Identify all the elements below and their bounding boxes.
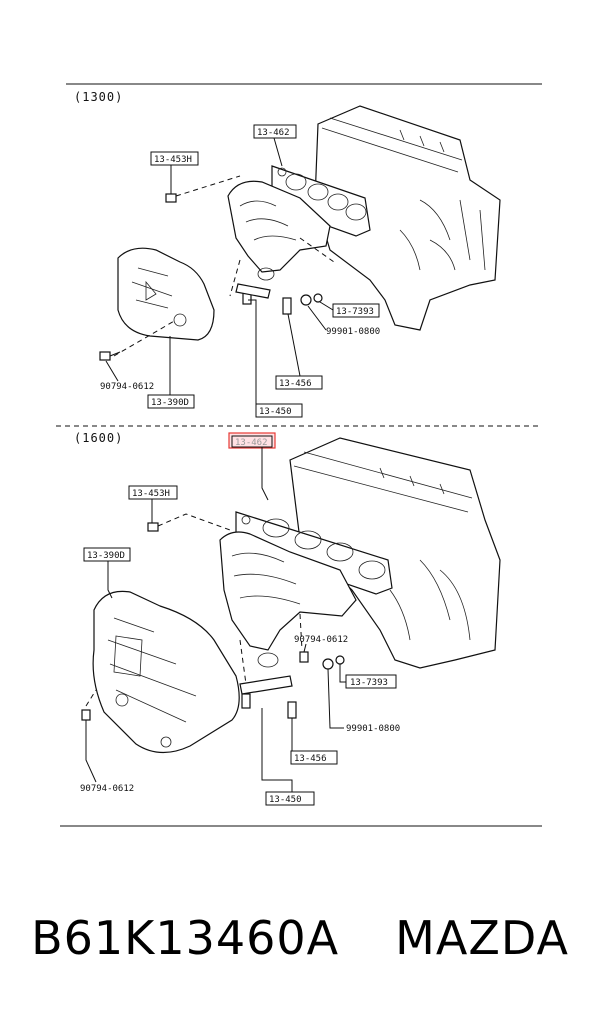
- callout-insulator-1300: 13-390D: [151, 398, 189, 408]
- callout-washer-1600: 99901-0800: [346, 724, 400, 734]
- callout-nut-1600: 13-7393: [350, 678, 388, 688]
- leader-stud-1300: [175, 175, 241, 197]
- callout-pipe-stud-1600: 13-456: [294, 754, 327, 764]
- exhaust-manifold-1600: [219, 531, 357, 668]
- callout-pipe-gasket-1600: 13-450: [269, 795, 302, 805]
- callout-box-pipe-gasket-1300: [255, 403, 303, 418]
- callout-box-insulator-1600: [83, 547, 131, 562]
- section-title-1600: (1600): [74, 431, 123, 445]
- product-caption: B61K13460A MAZDA: [0, 898, 600, 978]
- callout-stud-1600: 13-453H: [132, 489, 170, 499]
- highlight-box: [228, 432, 276, 449]
- heat-insulator-1600: [92, 590, 240, 754]
- callout-bolt-upper-1600: 90794-0612: [294, 635, 348, 645]
- engine-block-1300: [314, 105, 501, 331]
- part-number: B61K13460A: [31, 911, 340, 965]
- callout-insulator-1600: 13-390D: [87, 551, 125, 561]
- callout-stud-1300: 13-453H: [154, 155, 192, 165]
- manifold-gasket-1300: [271, 165, 371, 237]
- leader-stud-1600: [157, 513, 231, 531]
- callout-box-nut-1300: [332, 303, 380, 318]
- callout-box-gasket-1600: [231, 435, 273, 448]
- exhaust-manifold-1300: [227, 180, 331, 281]
- heat-insulator-1300: [117, 247, 215, 341]
- callout-box-pipe-gasket-1600: [265, 791, 315, 806]
- section-title-1300: (1300): [74, 90, 123, 104]
- callout-box-stud-1300: [150, 151, 199, 166]
- leader-manifold-1300: [229, 259, 241, 297]
- callout-gasket-1300: 13-462: [257, 128, 290, 138]
- leader-manifold-1600: [299, 613, 303, 651]
- callout-pipe-gasket-1300: 13-450: [259, 407, 292, 417]
- leader-manifold-left-1600: [239, 639, 247, 685]
- leader-bolt-1300: [113, 319, 177, 357]
- engine-block-1600: [289, 437, 501, 669]
- callout-box-insulator-1300: [147, 394, 195, 409]
- callout-gasket-1600: 13-462: [235, 438, 268, 448]
- callout-pipe-stud-1300: 13-456: [279, 379, 312, 389]
- fasteners-1600: [81, 522, 345, 721]
- callout-box-stud-1600: [128, 485, 178, 500]
- brand-name: MAZDA: [395, 911, 569, 965]
- callout-box-pipe-stud-1600: [290, 750, 338, 765]
- callout-box-gasket-1300: [253, 124, 297, 139]
- leader-manifold-right-1300: [299, 237, 335, 263]
- callout-insulator-bolt-1300: 90794-0612: [100, 382, 154, 392]
- fasteners-1300: [99, 186, 323, 361]
- leader-bolt-1600: [85, 689, 97, 707]
- callout-nut-1300: 13-7393: [336, 307, 374, 317]
- callout-insulator-bolt-1600: 90794-0612: [80, 784, 134, 794]
- callout-box-pipe-stud-1300: [275, 375, 323, 390]
- callout-washer-1300: 99901-0800: [326, 327, 380, 337]
